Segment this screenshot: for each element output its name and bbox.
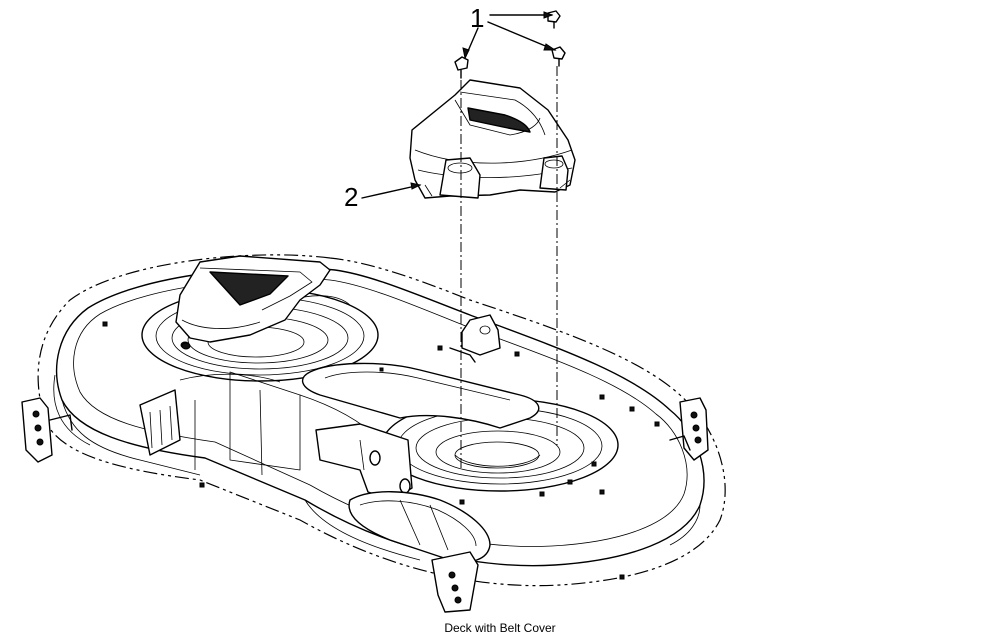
screw-parts — [454, 10, 566, 79]
front-left-bracket — [139, 389, 181, 456]
deck-skirt-band — [61, 399, 701, 561]
screw-right-upper — [547, 10, 561, 29]
left-hanger-bracket — [21, 397, 73, 463]
deck-skirt-ridge — [73, 278, 688, 547]
screw-left — [454, 56, 469, 79]
belt-cover-part — [409, 79, 576, 199]
callout-2-label: 2 — [344, 182, 359, 212]
front-baffle-opening — [348, 491, 491, 563]
right-hanger-bracket — [669, 397, 709, 461]
deck-holes — [102, 321, 660, 580]
mower-deck — [21, 254, 726, 613]
diagram-caption: Deck with Belt Cover — [444, 622, 556, 634]
leader-lines — [361, 11, 557, 199]
center-lift-bracket — [449, 314, 501, 363]
deck-outer-boundary — [37, 254, 726, 587]
center-channel — [179, 295, 540, 476]
bottom-hanger-bracket — [431, 551, 479, 613]
callout-1-label: 1 — [470, 3, 485, 33]
assembly-center-lines — [460, 66, 558, 470]
installed-belt-cover — [175, 255, 331, 350]
